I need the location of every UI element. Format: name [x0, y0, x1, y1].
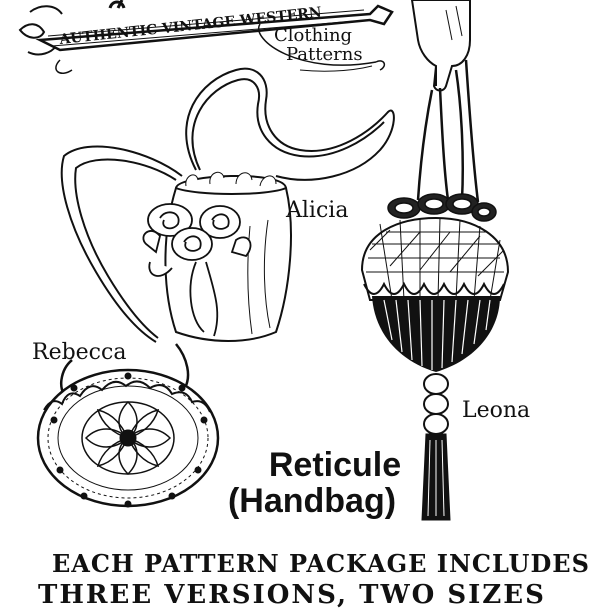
logo-subtitle-patterns: Patterns	[286, 44, 363, 65]
bottom-line-versions: THREE VERSIONS, TWO SIZES	[38, 580, 546, 610]
leona-tassel	[421, 373, 451, 521]
alicia-bag-body	[164, 171, 292, 342]
logo-emblem	[18, 0, 394, 74]
title-handbag: (Handbag)	[227, 482, 397, 520]
alicia-strings	[60, 67, 395, 343]
leona-strings	[416, 59, 480, 203]
alicia-roses	[142, 203, 252, 337]
hand-drawing	[410, 0, 471, 92]
label-alicia: Alicia	[286, 198, 349, 223]
label-rebecca: Rebecca	[32, 340, 127, 365]
logo-subtitle-clothing: Clothing	[274, 25, 353, 46]
bottom-line-package: EACH PATTERN PACKAGE INCLUDES	[52, 549, 590, 578]
label-leona: Leona	[462, 398, 531, 423]
title-reticule: Reticule	[268, 446, 402, 484]
leona-top-frill	[387, 193, 497, 222]
rebecca-bag-body	[36, 368, 220, 508]
leona-bag-body	[360, 216, 510, 372]
